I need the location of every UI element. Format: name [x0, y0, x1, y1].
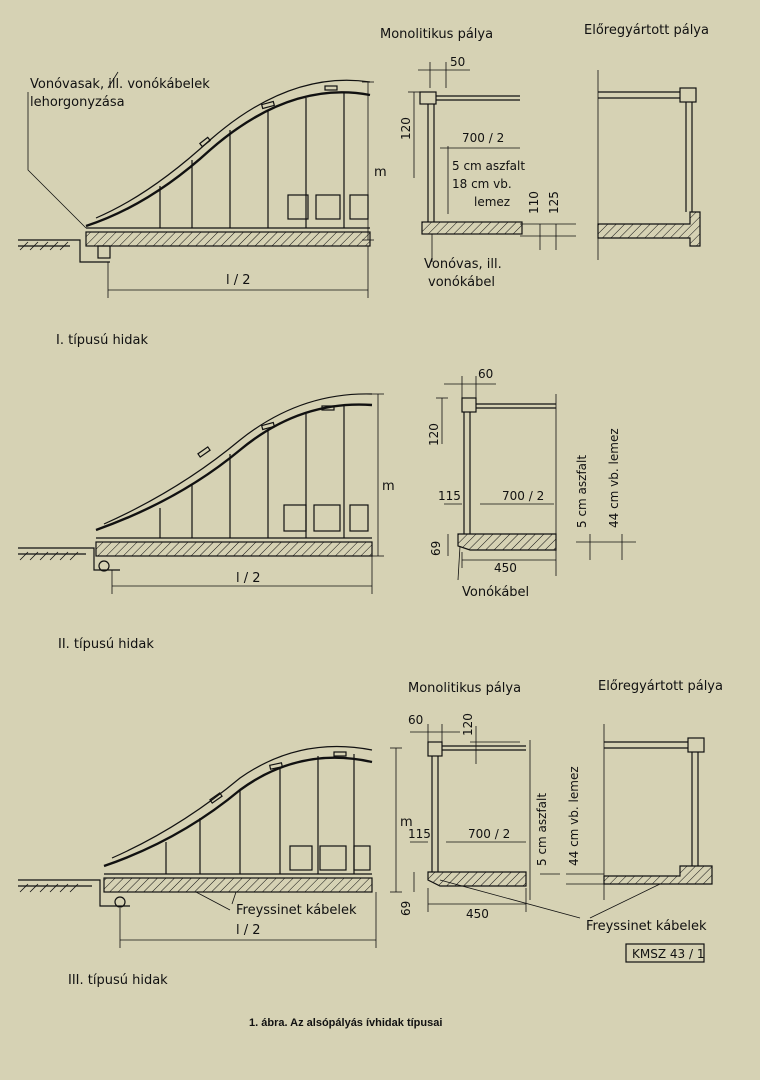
figure-caption: 1. ábra. Az alsópályás ívhidak típusai	[249, 1017, 442, 1029]
dim-120-2: 120	[427, 423, 441, 446]
type3-title: III. típusú hidak	[68, 973, 168, 988]
tie-label-2: vonókábel	[428, 275, 495, 290]
anchor-label-2: lehorgonyzása	[30, 95, 125, 110]
tie-label-1: Vonóvas, ill.	[424, 257, 502, 272]
dim-115-1: 115	[438, 489, 461, 503]
dim-120-3: 120	[461, 713, 475, 736]
half-span-label-2: l / 2	[236, 571, 261, 586]
drawing-code-box	[625, 943, 705, 963]
slab-vert-1: 44 cm vb. lemez	[607, 428, 621, 528]
type1-deck	[85, 231, 371, 247]
dim-60-1: 60	[478, 367, 493, 381]
dim-450-2: 450	[466, 907, 489, 921]
half-span-label-1: l / 2	[226, 273, 251, 288]
dim-700-2-1: 700 / 2	[462, 131, 504, 145]
freyssinet-label-1: Freyssinet kábelek	[236, 903, 357, 918]
dim-115-2: 115	[408, 827, 431, 841]
rise-label-2: m	[382, 479, 395, 494]
prefab-label-bottom: Előregyártott pálya	[598, 679, 723, 694]
anchor-label-1: Vonóvasak, ill. vonókábelek	[30, 77, 210, 92]
dim-700-2-2: 700 / 2	[502, 489, 544, 503]
freyssinet-label-2: Freyssinet kábelek	[586, 919, 707, 934]
tie-cable-label: Vonókábel	[462, 585, 529, 600]
half-span-label-3: l / 2	[236, 923, 261, 938]
prefab-label-top: Előregyártott pálya	[584, 23, 709, 38]
type2-title: II. típusú hidak	[58, 637, 154, 652]
dim-120-1: 120	[399, 117, 413, 140]
rise-label-1: m	[374, 165, 387, 180]
dim-125: 125	[547, 191, 561, 214]
slab-vert-2: 44 cm vb. lemez	[567, 766, 581, 866]
type3-mono-section	[410, 724, 560, 912]
type1-title: I. típusú hidak	[56, 333, 149, 348]
dim-60-2: 60	[408, 713, 423, 727]
type1-mono-section	[408, 62, 576, 262]
type2-section	[436, 376, 636, 581]
type1-prefab-section	[597, 70, 701, 260]
drawing-code: KMSZ 43 / 1	[632, 947, 704, 961]
dim-110: 110	[527, 191, 541, 214]
type3-prefab-section	[439, 724, 713, 919]
type1-elevation	[18, 71, 374, 298]
layer-3: lemez	[474, 195, 510, 209]
asphalt-vert-2: 5 cm aszfalt	[535, 793, 549, 866]
dim-700-2-3: 700 / 2	[468, 827, 510, 841]
layer-1: 5 cm aszfalt	[452, 159, 525, 173]
asphalt-vert-1: 5 cm aszfalt	[575, 455, 589, 528]
dim-450-1: 450	[494, 561, 517, 575]
dim-69-1: 69	[429, 541, 443, 556]
rise-label-3: m	[400, 815, 413, 830]
monolithic-label-top: Monolitikus pálya	[380, 27, 493, 42]
type2-elevation	[18, 393, 384, 594]
dim-69-2: 69	[399, 901, 413, 916]
layer-2: 18 cm vb.	[452, 177, 512, 191]
dim-50: 50	[450, 55, 465, 69]
type3-elevation	[18, 745, 402, 948]
monolithic-label-bottom: Monolitikus pálya	[408, 681, 521, 696]
